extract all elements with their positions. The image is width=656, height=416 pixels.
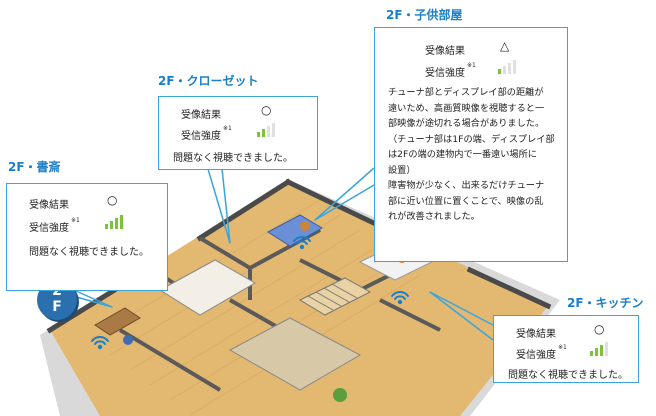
signal-label: 受信強度 <box>181 131 221 142</box>
wifi-icons <box>91 236 409 350</box>
reception-label: 受像結果 <box>516 329 556 340</box>
floor-badge-letter: F <box>52 299 62 315</box>
reception-label: 受像結果 <box>181 110 221 121</box>
comment-text: チューナ部とディスプレイ部の距離が 遠いため、高画質映像を視聴すると一 部映像が… <box>388 87 555 222</box>
reception-label: 受像結果 <box>425 46 465 57</box>
reception-result: ○ <box>594 322 605 336</box>
reception-result: ○ <box>261 103 272 117</box>
floor-badge-number: 2 <box>52 283 62 299</box>
floor-main <box>50 180 548 416</box>
title-study: 2F・書斎 <box>8 160 61 174</box>
signal-footnote: ※1 <box>467 62 476 69</box>
closet-block <box>159 259 256 316</box>
signal-label: 受信強度 <box>425 68 465 79</box>
signal-footnote: ※1 <box>223 125 232 132</box>
callout-kids-room: 受像結果 △ 受信強度※1 チューナ部とディスプレイ部の距離が 遠いため、高画質… <box>374 27 568 262</box>
lower-room <box>228 317 362 391</box>
wifi-icon <box>391 291 409 305</box>
callout-study: 受像結果 ○ 受信強度※1 問題なく視聴できました。 <box>6 183 168 291</box>
title-kids-room: 2F・子供部屋 <box>386 8 463 22</box>
signal-footnote: ※1 <box>558 344 567 351</box>
wifi-icon <box>91 336 109 350</box>
signal-footnote: ※1 <box>71 217 80 224</box>
title-closet: 2F・クローゼット <box>158 74 259 88</box>
signal-strength-icon <box>105 215 127 229</box>
signal-strength-icon <box>498 60 520 74</box>
reception-label: 受像結果 <box>29 200 69 211</box>
reception-result: △ <box>500 39 510 53</box>
signal-label: 受信強度 <box>29 223 69 234</box>
reception-result: ○ <box>107 193 118 207</box>
student-figure <box>123 335 133 345</box>
comment-text: 問題なく視聴できました。 <box>508 370 628 381</box>
signal-strength-icon <box>590 342 612 356</box>
comment-text: 問題なく視聴できました。 <box>29 247 149 258</box>
wifi-icon <box>293 236 311 250</box>
signal-strength-icon <box>257 123 279 137</box>
comment-text: 問題なく視聴できました。 <box>173 153 293 164</box>
plant <box>333 388 347 402</box>
callout-closet: 受像結果 ○ 受信強度※1 問題なく視聴できました。 <box>158 96 318 170</box>
callout-kitchen: 受像結果 ○ 受信強度※1 問題なく視聴できました。 <box>493 315 639 383</box>
title-kitchen: 2F・キッチン <box>567 296 644 310</box>
kid-figure <box>300 221 310 231</box>
signal-label: 受信強度 <box>516 350 556 361</box>
study-desk <box>94 307 141 336</box>
stairs <box>298 277 372 316</box>
